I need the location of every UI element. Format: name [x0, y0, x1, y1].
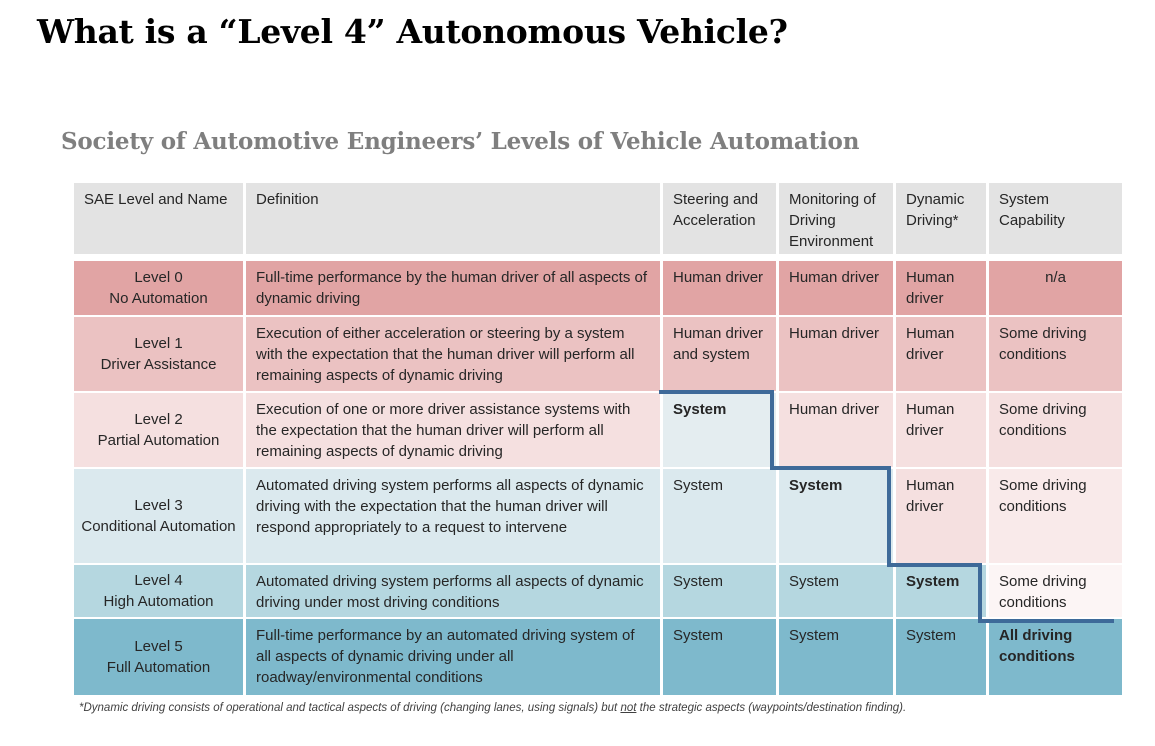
header-gap	[74, 254, 243, 261]
sae-levels-table: SAE Level and Name Definition Steering a…	[74, 183, 1122, 696]
row-level-2-steering: System	[663, 393, 776, 469]
row-level-4-name: Level 4 High Automation	[74, 565, 243, 619]
row-level-4-capability: Some driving conditions	[989, 565, 1122, 619]
row-level-0-dynamic: Human driver	[896, 261, 986, 317]
level-number: Level 0	[134, 269, 183, 286]
header-gap	[896, 254, 986, 261]
header-gap	[663, 254, 776, 261]
level-name: Driver Assistance	[100, 356, 217, 373]
row-level-5-dynamic: System	[896, 619, 986, 695]
row-level-0-capability: n/a	[989, 261, 1122, 317]
row-level-1-monitoring: Human driver	[779, 317, 893, 393]
row-level-1-dynamic: Human driver	[896, 317, 986, 393]
level-name: Conditional Automation	[81, 518, 236, 535]
level-name: High Automation	[103, 593, 214, 610]
row-level-4-dynamic: System	[896, 565, 986, 619]
row-level-0-name: Level 0 No Automation	[74, 261, 243, 317]
level-name: No Automation	[109, 290, 208, 307]
row-level-3-name: Level 3 Conditional Automation	[74, 469, 243, 565]
row-level-3-steering: System	[663, 469, 776, 565]
row-level-4-definition: Automated driving system performs all as…	[246, 565, 660, 619]
row-level-2-monitoring: Human driver	[779, 393, 893, 469]
table-title: Society of Automotive Engineers’ Levels …	[61, 128, 860, 155]
row-level-2-definition: Execution of one or more driver assistan…	[246, 393, 660, 469]
row-level-3-monitoring: System	[779, 469, 893, 565]
header-gap	[779, 254, 893, 261]
header-gap	[246, 254, 660, 261]
level-number: Level 2	[134, 411, 183, 428]
footnote-emphasis: not	[620, 702, 637, 714]
footnote: *Dynamic driving consists of operational…	[79, 702, 906, 714]
row-level-3-definition: Automated driving system performs all as…	[246, 469, 660, 565]
level-number: Level 1	[134, 335, 183, 352]
row-level-0-steering: Human driver	[663, 261, 776, 317]
row-level-1-capability: Some driving conditions	[989, 317, 1122, 393]
level-number: Level 5	[134, 638, 183, 655]
row-level-2-dynamic: Human driver	[896, 393, 986, 469]
header-gap	[989, 254, 1122, 261]
header-system-capability: System Capability	[989, 183, 1122, 254]
row-level-5-steering: System	[663, 619, 776, 695]
row-level-3-dynamic: Human driver	[896, 469, 986, 565]
level-number: Level 4	[134, 572, 183, 589]
row-level-5-capability: All driving conditions	[989, 619, 1122, 695]
row-level-5-name: Level 5 Full Automation	[74, 619, 243, 695]
row-level-5-definition: Full-time performance by an automated dr…	[246, 619, 660, 695]
row-level-3-capability: Some driving conditions	[989, 469, 1122, 565]
row-level-5-monitoring: System	[779, 619, 893, 695]
page-title: What is a “Level 4” Autonomous Vehicle?	[37, 12, 788, 51]
row-level-4-steering: System	[663, 565, 776, 619]
header-definition: Definition	[246, 183, 660, 254]
row-level-1-definition: Execution of either acceleration or stee…	[246, 317, 660, 393]
level-name: Full Automation	[106, 659, 211, 676]
row-level-2-name: Level 2 Partial Automation	[74, 393, 243, 469]
row-level-1-steering: Human driver and system	[663, 317, 776, 393]
header-dynamic-driving: Dynamic Driving*	[896, 183, 986, 254]
row-level-2-capability: Some driving conditions	[989, 393, 1122, 469]
footnote-text-end: the strategic aspects (waypoints/destina…	[636, 702, 907, 714]
row-level-4-monitoring: System	[779, 565, 893, 619]
row-level-0-definition: Full-time performance by the human drive…	[246, 261, 660, 317]
header-level-name: SAE Level and Name	[74, 183, 243, 254]
footnote-text: *Dynamic driving consists of operational…	[79, 702, 621, 714]
header-monitoring: Monitoring of Driving Environment	[779, 183, 893, 254]
row-level-1-name: Level 1 Driver Assistance	[74, 317, 243, 393]
header-steering: Steering and Acceleration	[663, 183, 776, 254]
level-name: Partial Automation	[97, 432, 220, 449]
level-number: Level 3	[134, 497, 183, 514]
row-level-0-monitoring: Human driver	[779, 261, 893, 317]
